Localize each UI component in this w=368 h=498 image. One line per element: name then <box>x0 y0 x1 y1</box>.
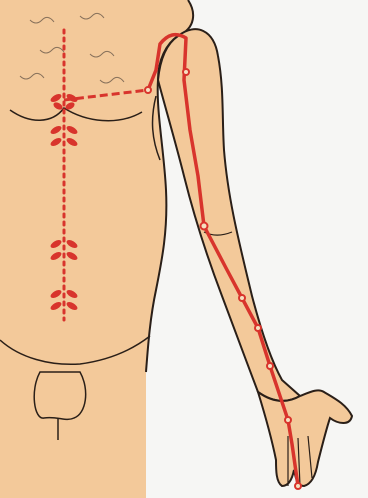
groin <box>34 372 85 419</box>
